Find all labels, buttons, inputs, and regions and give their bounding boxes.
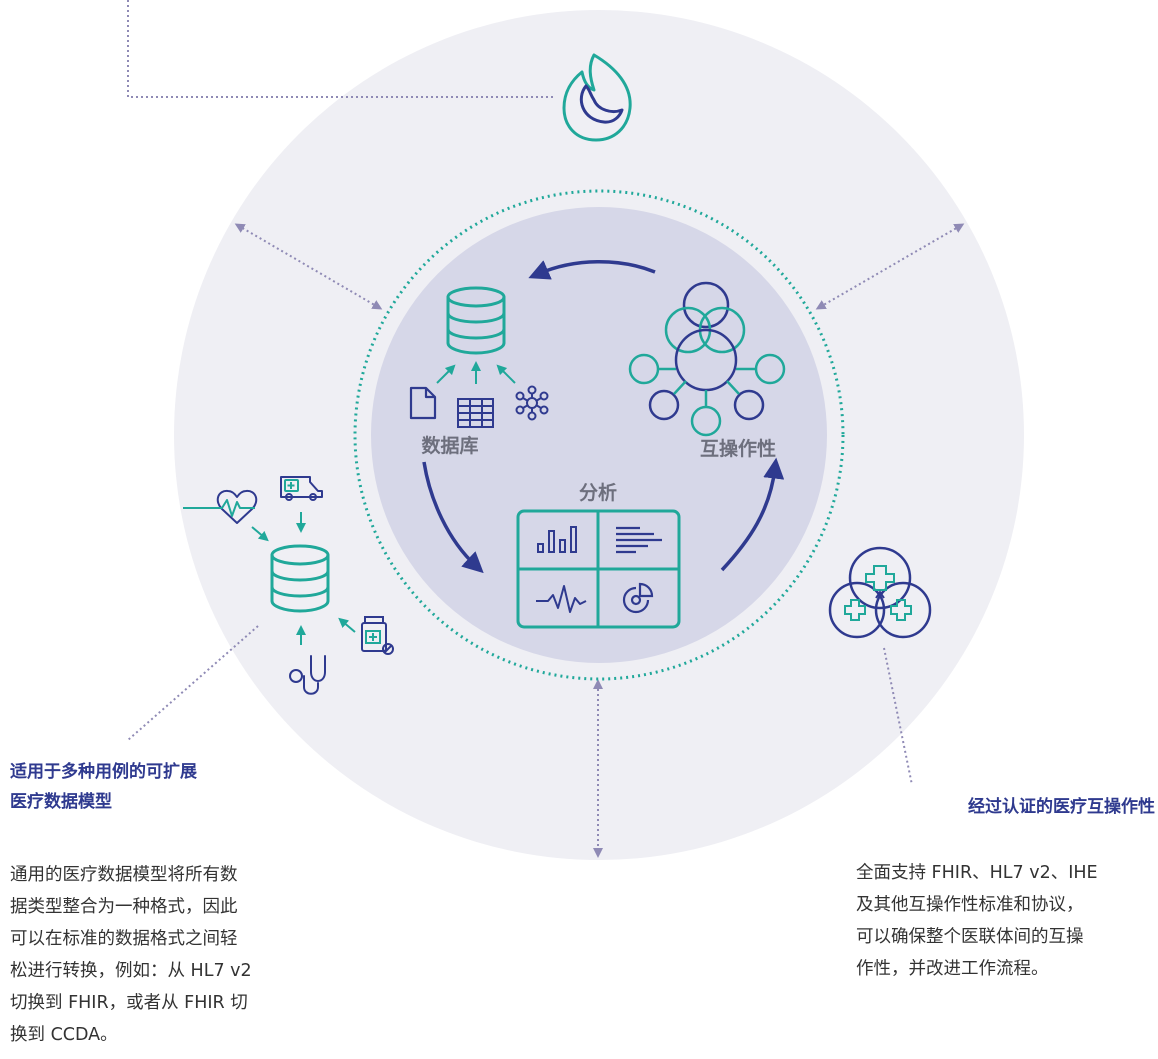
cycle-arrow-left bbox=[422, 461, 484, 574]
analytics-panel bbox=[516, 509, 681, 629]
ambulance-icon bbox=[280, 476, 323, 501]
left-body-line: 换到 CCDA。 bbox=[10, 1025, 118, 1045]
bar-chart-icon bbox=[537, 526, 577, 553]
right-callout-body: 全面支持 FHIR、HL7 v2、IHE 及其他互操作性标准和协议， 可以确保整… bbox=[856, 857, 1156, 985]
network-node-icon bbox=[515, 385, 549, 421]
right-body-line: 作性，并改进工作流程。 bbox=[856, 959, 1049, 979]
left-body-line: 可以在标准的数据格式之间轻 bbox=[10, 929, 238, 949]
venn-network-icon bbox=[628, 281, 786, 437]
stethoscope-icon bbox=[289, 655, 326, 695]
teal-arrow-left bbox=[436, 364, 456, 384]
left-body-line: 松进行转换，例如：从 HL7 v2 bbox=[10, 961, 252, 981]
heartbeat-wave-icon bbox=[536, 585, 587, 613]
dotted-arrow-upper-right bbox=[815, 223, 965, 310]
left-title-line: 医疗数据模型 bbox=[10, 792, 112, 812]
teal-arrow-heart bbox=[251, 526, 269, 542]
pie-chart-icon bbox=[622, 582, 654, 614]
right-callout-title: 经过认证的医疗互操作性 bbox=[968, 797, 1155, 817]
analytics-label: 分析 bbox=[579, 481, 617, 504]
medicine-bottle-icon bbox=[361, 616, 394, 655]
teal-arrow-right bbox=[496, 364, 516, 384]
left-callout-body: 通用的医疗数据模型将所有数 据类型整合为一种格式，因此 可以在标准的数据格式之间… bbox=[10, 859, 310, 1051]
dotted-arrow-upper-left bbox=[234, 223, 383, 310]
interoperability-label: 互操作性 bbox=[700, 437, 776, 460]
right-body-line: 可以确保整个医联体间的互操 bbox=[856, 927, 1084, 947]
database-label: 数据库 bbox=[421, 434, 478, 457]
flame-moon-icon bbox=[562, 53, 632, 142]
left-callout-title: 适用于多种用例的可扩展 医疗数据模型 bbox=[10, 757, 270, 817]
left-body-line: 据类型整合为一种格式，因此 bbox=[10, 897, 238, 917]
document-icon bbox=[409, 386, 437, 420]
database-icon bbox=[446, 286, 506, 355]
left-body-line: 切换到 FHIR，或者从 FHIR 切 bbox=[10, 993, 248, 1013]
right-leader-line bbox=[883, 647, 913, 786]
table-grid-icon bbox=[457, 398, 494, 428]
right-body-line: 及其他互操作性标准和协议， bbox=[856, 895, 1084, 915]
left-leader-line bbox=[127, 625, 259, 741]
medical-cross-venn-icon bbox=[828, 546, 932, 639]
text-lines-icon bbox=[616, 526, 662, 554]
left-body-line: 通用的医疗数据模型将所有数 bbox=[10, 865, 238, 885]
cycle-arrow-right bbox=[720, 457, 785, 572]
flame-leader-line bbox=[127, 0, 556, 98]
database-icon bbox=[270, 544, 330, 613]
teal-arrow-bottle bbox=[338, 617, 356, 633]
left-title-line: 适用于多种用例的可扩展 bbox=[10, 762, 197, 782]
cycle-arrow-top bbox=[528, 260, 656, 280]
inner-dotted-ring bbox=[353, 189, 845, 681]
heart-monitor-icon bbox=[183, 489, 258, 524]
right-body-line: 全面支持 FHIR、HL7 v2、IHE bbox=[856, 863, 1098, 883]
